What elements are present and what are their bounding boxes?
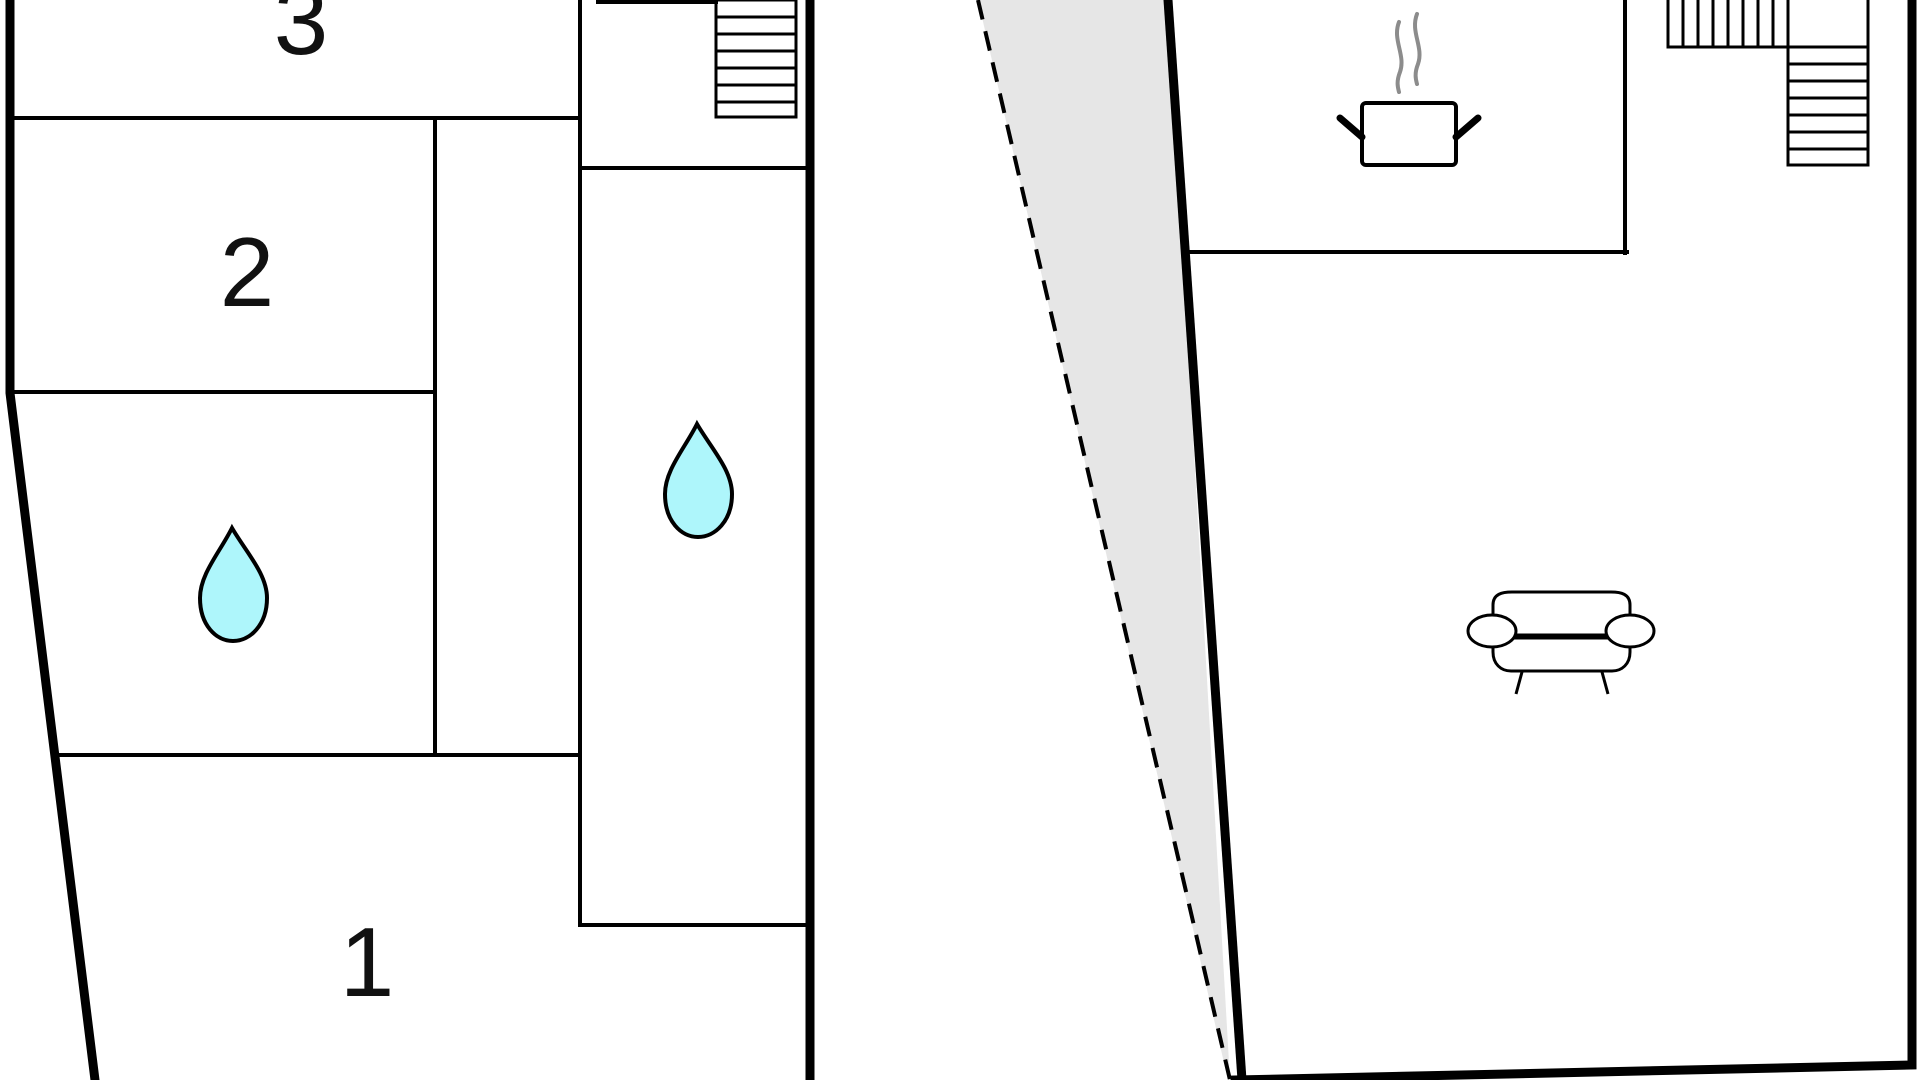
- right-wing-left-wall: [1163, 0, 1247, 1080]
- interior-walls-left: [8, 0, 810, 927]
- interior-walls-right: [1188, 0, 1629, 255]
- room-number-3: 3: [274, 0, 329, 75]
- staircase-icon: [714, 0, 798, 119]
- staircase-icon: [1666, 0, 1870, 167]
- corridor-dashed-line: [976, 0, 1232, 1080]
- right-wing-bottom-wall: [1230, 0, 1917, 1080]
- room-number-1: 1: [340, 907, 395, 1017]
- water-drop-icon: [197, 523, 270, 644]
- cooking-pot-icon: [1336, 12, 1482, 167]
- water-drop-icon: [662, 419, 735, 540]
- room-number-2: 2: [220, 217, 275, 327]
- armchair-icon: [1466, 590, 1656, 695]
